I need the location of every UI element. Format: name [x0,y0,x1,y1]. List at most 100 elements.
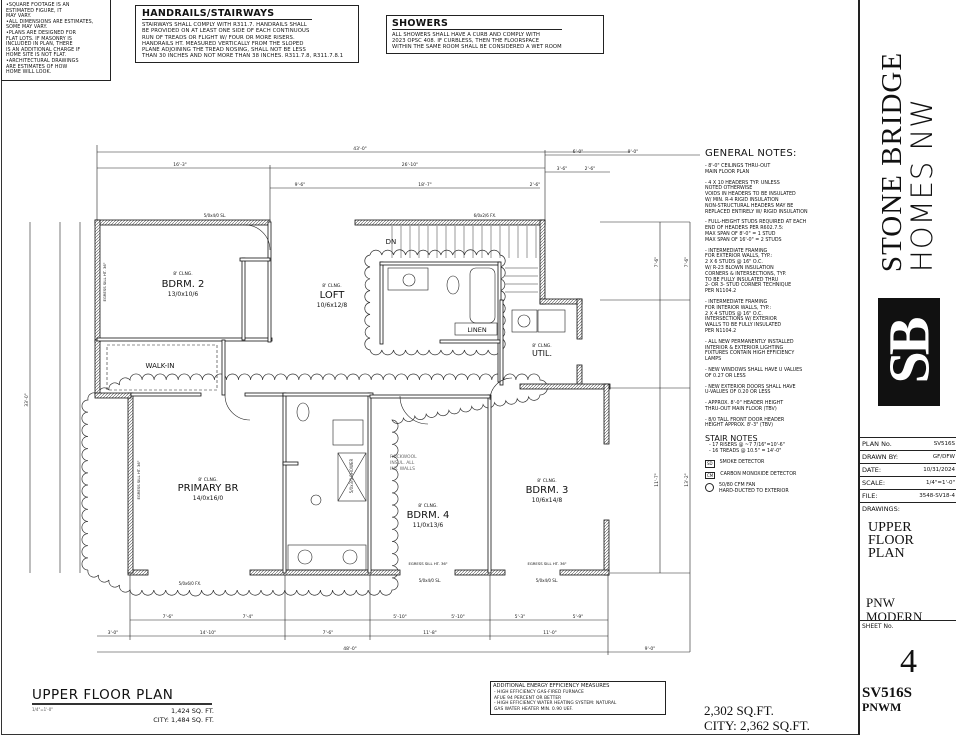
dim-label: 5'-10" [393,614,407,620]
revision-cloud [81,373,548,597]
general-note-item: - 4 X 10 HEADERS TYP. UNLESS NOTED OTHER… [705,180,808,215]
legend-label: 50/80 CFM FAN HARD-DUCTED TO EXTERIOR [719,483,789,495]
dim-label: 5'-3" [515,614,526,620]
company-name: STONE BRIDGE HOMES NW [859,40,956,285]
showers-body: ALL SHOWERS SHALL HAVE A CURB AND COMPLY… [392,32,562,51]
legend-item: 50/80 CFM FAN HARD-DUCTED TO EXTERIOR [705,483,855,495]
toilet-icon [446,275,460,295]
sink-icon [297,549,313,565]
egress-label: EGRESS SILL HT. 36" [136,460,141,499]
dim-label: 11'-7" [654,473,660,487]
title-field-label: DATE: [862,465,882,474]
general-note-item: - 8/0 TALL FRONT DOOR HEADER HEIGHT APPR… [705,417,785,429]
handrails-note-box: HANDRAILS/STAIRWAYS STAIRWAYS SHALL COMP… [135,5,359,63]
total-sqft: 2,302 SQ.FT. CITY: 2,362 SQ.FT. [704,703,810,733]
stair-notes: - 17 RISERS @ ~7 7/16"=10'-6" - 16 TREAD… [709,443,785,455]
revision-cloud [364,249,506,356]
dim-label: 6'-0" [573,149,584,155]
dim-label: 9'-6" [295,182,306,188]
washer-icon [511,309,538,333]
dim-label: 33'-0" [24,393,30,407]
floor-plan-drawing: 43'-0" 16'-3" 26'-10" 9'-6" 18'-7" 6'-0"… [24,145,700,655]
co-detector-icon: CM [705,471,716,480]
room-size-loft: 10/6x12/8 [317,302,348,309]
ceiling-label: 8' CLNG. [173,271,192,277]
disclaimer-text: •SQUARE FOOTAGE IS AN ESTIMATED FIGURE, … [6,3,94,76]
egress-label: EGRESS SILL HT. 36" [102,262,107,301]
double-vanity [287,544,367,571]
dim-label: 2'-6" [585,166,596,172]
drawings-label: DRAWINGS: [862,505,900,513]
plan-suffix: PNWM [862,700,902,714]
plan-title-block: UPPER FLOOR PLAN 1/4"=1'-0" 1,424 SQ. FT… [32,688,214,724]
ceiling-label: 8' CLNG. [418,503,437,509]
dim-label: 11'-8" [423,630,437,636]
room-name-walkin: WALK-IN [146,362,175,370]
dim-label: 18'-7" [418,182,432,188]
general-note-item: - INTERMEDIATE FRAMING FOR EXTERIOR WALL… [705,248,792,295]
walk-in-shelf [106,344,218,391]
dim-label: 2'-6" [530,182,541,188]
company-name-line2: HOMES NW [905,98,939,273]
legend-label: CARBON MONOXIDE DETECTOR [720,471,797,477]
title-field-value: 1/4"=1'-0" [925,479,955,486]
dim-label: 7'-4" [243,614,254,620]
floor-city-sqft: CITY: 1,484 SQ. FT. [153,716,214,724]
general-note-item: - NEW EXTERIOR DOORS SHALL HAVE U-VALUES… [705,384,796,396]
dim-label: 11'-0" [543,630,557,636]
staircase [391,226,538,293]
dryer-icon [537,309,566,333]
dim-label: 48'-0" [343,646,357,652]
sheet-number: 4 [900,643,917,680]
dimension-lines [29,145,700,655]
title-field: DRAWN BY:GF/DFW [860,450,956,462]
smoke-detector-icon: SD [705,459,715,468]
dim-label: 7'-6" [163,614,174,620]
general-notes: GENERAL NOTES: - 8'-0" CEILINGS THRU-OUT… [705,148,855,499]
interior-walls [96,221,504,574]
room-size-bdrm4: 11/0x13/6 [413,522,444,529]
room-name-bdrm3: BDRM. 3 [526,485,569,496]
title-field-value: GF/DFW [932,453,955,460]
plan-scale: 1/4"=1'-0" [32,707,54,712]
stair-down-label: DN [386,238,397,246]
stair-notes-title: STAIR NOTES [705,434,758,444]
room-labels: 8' CLNG. BDRM. 2 13/0x10/6 8' CLNG. LOFT… [102,213,568,586]
egress-label: EGRESS SILL HT. 36" [527,561,566,566]
title-field: SCALE: 1/4"=1'-0" [860,476,956,488]
title-field: DATE: 10/31/2024 [860,463,956,475]
shower-bench [332,419,364,446]
dim-label: 7'-6" [654,257,660,268]
window-label: 6/0x2/6 FX. [474,213,497,218]
plan-title: UPPER FLOOR PLAN [32,688,212,705]
energy-measures-title: ADDITIONAL ENERGY EFFICIENCY MEASURES [493,683,610,689]
plan-code: SV516S [862,685,913,701]
general-note-item: - FULL-HEIGHT STUDS REQUIRED AT EACH END… [705,220,807,243]
general-note-item: - 8'-0" CEILINGS THRU-OUT MAIN FLOOR PLA… [705,164,771,175]
dimension-labels: 43'-0" 16'-3" 26'-10" 9'-6" 18'-7" 6'-0"… [24,146,690,652]
exterior-walls [94,219,611,576]
showers-title: SHOWERS [392,18,562,30]
title-field-label: SCALE: [862,478,886,487]
dim-label: 5'-10" [451,614,465,620]
title-field-value: 10/31/2024 [923,466,955,473]
dim-label: 9'-0" [645,646,656,652]
dim-label: 16'-3" [173,162,187,168]
title-field-label: FILE: [862,491,878,500]
handrails-body: STAIRWAYS SHALL COMPLY WITH R311.7. HAND… [142,22,344,60]
room-name-loft: LOFT [320,290,346,301]
handrails-title: HANDRAILS/STAIRWAYS [142,8,312,20]
title-field: FILE:3548-SV18-4 [860,489,956,501]
energy-measures-box: ADDITIONAL ENERGY EFFICIENCY MEASURES - … [490,681,666,715]
toilet-icon [296,402,310,422]
window-label: 5/0x4/0 SL. [536,578,559,583]
sink-icon [402,273,416,287]
room-name-util: UTIL. [532,349,552,358]
egress-label: EGRESS SILL HT. 36" [408,561,447,566]
general-note-item: - INTERMEDIATE FRAMING FOR INTERIOR WALL… [705,299,782,334]
bathtub-icon [469,267,496,324]
room-size-bdrm2: 13/0x10/6 [168,291,199,298]
